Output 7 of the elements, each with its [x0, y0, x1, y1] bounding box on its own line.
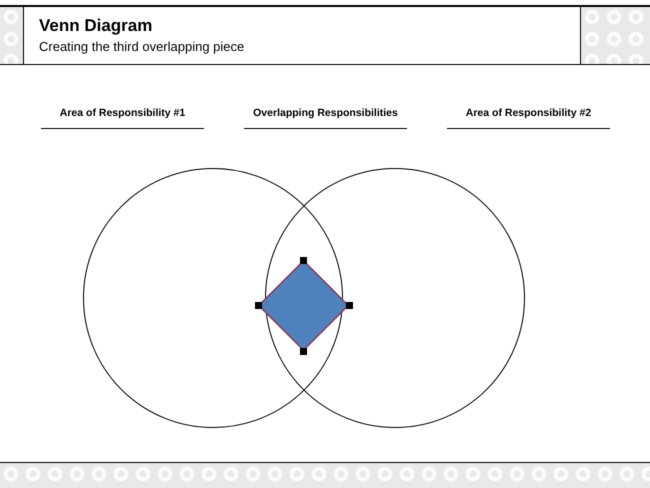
- venn-circle: [265, 168, 525, 428]
- column-heading: Overlapping Responsibilities: [244, 107, 407, 129]
- slide-subtitle: Creating the third overlapping piece: [39, 39, 244, 54]
- slide-title: Venn Diagram: [39, 16, 152, 36]
- column-heading: Area of Responsibility #1: [41, 107, 204, 129]
- venn-circle: [83, 168, 343, 428]
- column-heading: Area of Responsibility #2: [447, 107, 610, 129]
